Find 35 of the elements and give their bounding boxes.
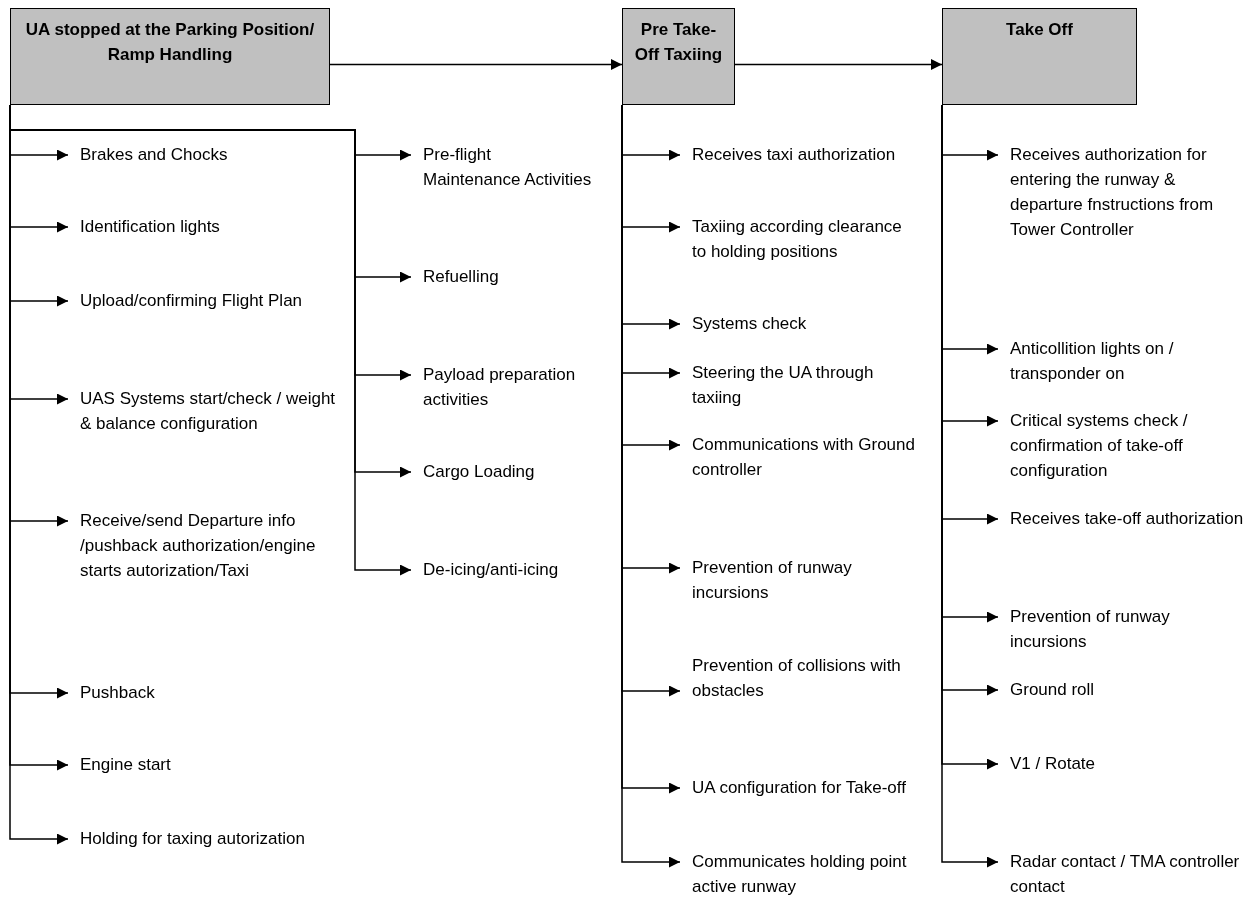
activity-label: Prevention of runway incursions: [1010, 604, 1250, 654]
activity-label: Receives take-off authorization: [1010, 506, 1250, 531]
activity-label: Receives taxi authorization: [692, 142, 917, 167]
activity-label: Pushback: [80, 680, 340, 705]
activity-label: Holding for taxing autorization: [80, 826, 340, 851]
activity-label: V1 / Rotate: [1010, 751, 1250, 776]
activity-label: UA configuration for Take-off: [692, 775, 917, 800]
activity-label: Ground roll: [1010, 677, 1250, 702]
activity-label: Systems check: [692, 311, 917, 336]
activity-label: Brakes and Chocks: [80, 142, 340, 167]
activity-label: Receives authorization for entering the runway & departure fnstructions from Tower Controller: [1010, 142, 1250, 242]
stage-box: UA stopped at the Parking Position/ Ramp Handling: [10, 8, 330, 105]
activity-label: Communicates holding point active runway: [692, 849, 917, 899]
activity-label: Receive/send Departure info /pushback authorization/engine starts autorization/Taxi: [80, 508, 320, 583]
activity-label: Communications with Ground controller: [692, 432, 917, 482]
activity-label: Anticollition lights on / transponder on: [1010, 336, 1250, 386]
activity-label: Identification lights: [80, 214, 340, 239]
activity-label: Prevention of runway incursions: [692, 555, 917, 605]
activity-label: Critical systems check / confirmation of take-off configuration: [1010, 408, 1250, 483]
stage-box: Pre Take-Off Taxiing: [622, 8, 735, 105]
activity-label: De-icing/anti-icing: [423, 557, 593, 582]
activity-label: Upload/confirming Flight Plan: [80, 288, 340, 313]
activity-label: Cargo Loading: [423, 459, 593, 484]
activity-label: Refuelling: [423, 264, 593, 289]
activity-label: Pre-flight Maintenance Activities: [423, 142, 593, 192]
activity-label: UAS Systems start/check / weight & balance configuration: [80, 386, 340, 436]
activity-label: Taxiing according clearance to holding positions: [692, 214, 917, 264]
activity-label: Steering the UA through taxiing: [692, 360, 917, 410]
activity-label: Prevention of collisions with obstacles: [692, 653, 917, 703]
arrow: [329, 59, 623, 70]
arrow: [734, 59, 943, 70]
activity-label: Payload preparation activities: [423, 362, 593, 412]
activity-label: Engine start: [80, 752, 340, 777]
stage-box: Take Off: [942, 8, 1137, 105]
activity-label: Radar contact / TMA controller contact: [1010, 849, 1250, 899]
